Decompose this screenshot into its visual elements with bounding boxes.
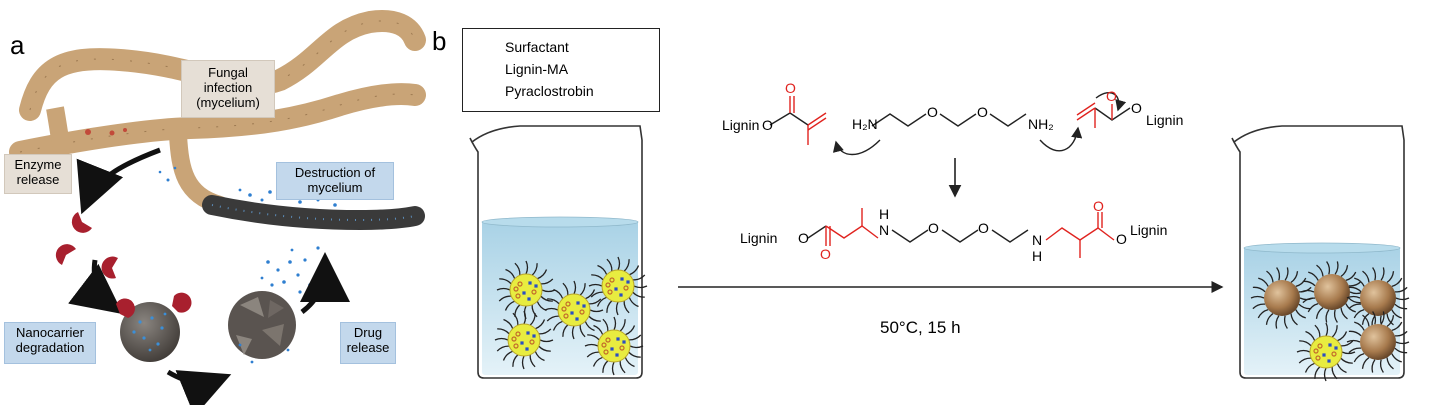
mycelium-branch xyxy=(169,126,229,214)
label-drug-release: Drug release xyxy=(340,322,396,364)
chem-o-carbonyl-left: O xyxy=(785,80,796,96)
arrow-drug-up xyxy=(299,252,350,314)
reactant-structure xyxy=(769,92,1131,156)
chem-lignin-right: Lignin xyxy=(1146,112,1184,128)
chem-o-product-carbonyl-right: O xyxy=(1093,198,1104,214)
chem-n-left: N xyxy=(879,222,890,238)
micelle xyxy=(1296,322,1356,382)
lignin-nanocarrier xyxy=(1346,311,1410,373)
chem-lignin-product-right: Lignin xyxy=(1130,222,1168,238)
chem-h-right: H xyxy=(1032,248,1043,264)
mycelium-lower xyxy=(9,83,426,163)
legend: Surfactant Lignin-MA Pyraclostrobin xyxy=(462,28,660,112)
chem-o-carbonyl-right: O xyxy=(1106,88,1117,104)
chem-o-product-ether-2: O xyxy=(978,220,989,236)
legend-label: Lignin-MA xyxy=(505,61,569,77)
chem-o-product-ester-right: O xyxy=(1116,231,1127,247)
legend-item-surfactant: Surfactant xyxy=(497,37,569,57)
chem-o-ester-left: O xyxy=(762,117,773,133)
panel-letter-b: b xyxy=(432,26,447,56)
label-nanocarrier-degradation: Nanocarrier degradation xyxy=(4,322,96,364)
chem-h2n: H₂N xyxy=(852,116,878,132)
nanocarrier xyxy=(116,292,192,362)
chem-h-left: H xyxy=(879,206,890,222)
chem-n-right: N xyxy=(1032,232,1043,248)
product-structure xyxy=(807,208,1115,258)
chem-o-product-carbonyl-left: O xyxy=(820,246,831,262)
label-fungal-infection: Fungal infection (mycelium) xyxy=(181,60,275,118)
arrow-enzyme-release xyxy=(76,147,161,215)
lignin-nanocarrier xyxy=(1300,261,1364,323)
reaction-condition: 50°C, 15 h xyxy=(880,318,961,337)
enzymes-free xyxy=(55,212,118,279)
legend-item-pyraclostrobin: Pyraclostrobin xyxy=(497,81,594,101)
micelle xyxy=(544,280,604,340)
chem-o-product-ester-left: O xyxy=(798,230,809,246)
panel-letter-a: a xyxy=(10,30,25,60)
micelles-left xyxy=(494,256,648,376)
micelle xyxy=(494,310,554,370)
micelle xyxy=(584,316,644,376)
legend-label: Pyraclostrobin xyxy=(505,83,594,99)
label-enzyme-release: Enzyme release xyxy=(4,154,72,194)
legend-label: Surfactant xyxy=(505,39,569,55)
micelle xyxy=(588,256,648,316)
chem-o-product-ether-1: O xyxy=(928,220,939,236)
chem-nh2: NH₂ xyxy=(1028,116,1054,132)
arrow-to-degraded xyxy=(166,369,232,405)
arrow-to-nanocarrier xyxy=(68,259,123,315)
chem-o-ether-2: O xyxy=(977,104,988,120)
destroyed-mycelium xyxy=(202,195,425,231)
chem-o-ester-right: O xyxy=(1131,100,1142,116)
legend-item-lignin-ma: Lignin-MA xyxy=(497,59,568,79)
lignin-nanocarrier xyxy=(1346,267,1410,329)
chem-lignin-product-left: Lignin xyxy=(740,230,778,246)
chem-o-ether-1: O xyxy=(927,104,938,120)
degraded-nanocarrier xyxy=(228,291,296,359)
micelles-right xyxy=(1250,261,1410,382)
label-destruction-of-mycelium: Destruction of mycelium xyxy=(276,162,394,200)
chem-lignin-left: Lignin xyxy=(722,117,760,133)
lignin-nanocarrier xyxy=(1250,267,1314,329)
